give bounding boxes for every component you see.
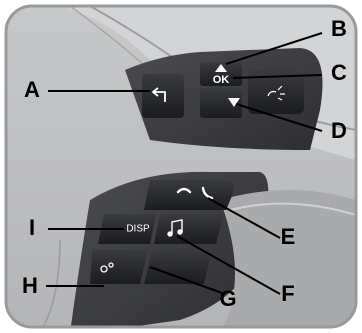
disp-button[interactable] (98, 214, 156, 244)
gears-icon (100, 262, 114, 273)
hang-up-phone-icon (176, 187, 192, 194)
ok-label: OK (213, 74, 230, 86)
callout-h: H (22, 273, 38, 298)
callout-d: D (331, 118, 347, 143)
pick-up-phone-icon (201, 186, 214, 200)
leader-line-g (149, 266, 223, 294)
media-button[interactable] (154, 214, 224, 244)
frame-border (4, 4, 358, 329)
callout-b: B (331, 16, 347, 41)
phone-buttons[interactable] (144, 180, 234, 210)
callout-f: F (281, 281, 294, 306)
callout-i: I (29, 215, 35, 240)
lower-trim-highlight (229, 202, 356, 216)
leader-line-c (232, 74, 323, 79)
leader-lines (46, 32, 323, 295)
back-button[interactable] (142, 74, 184, 118)
lower-trim (220, 190, 356, 327)
callout-c: C (331, 60, 347, 85)
down-triangle-icon (228, 98, 240, 107)
music-note-icon (167, 219, 183, 237)
leader-line-e (207, 197, 281, 239)
back-arrow-icon (152, 87, 166, 102)
leader-line-b (225, 32, 323, 65)
blank-button[interactable] (144, 250, 212, 284)
callout-e: E (281, 224, 296, 249)
up-arrow-button[interactable] (200, 62, 242, 86)
settings-button[interactable] (90, 250, 148, 284)
leader-line-f (176, 235, 281, 295)
callout-g: G (219, 286, 236, 311)
leader-line-d (235, 103, 323, 132)
disp-label: DISP (126, 224, 150, 235)
up-triangle-icon (215, 64, 227, 72)
voice-command-icon (267, 85, 285, 101)
callout-a: A (24, 77, 40, 102)
down-arrow-button[interactable] (200, 88, 242, 118)
